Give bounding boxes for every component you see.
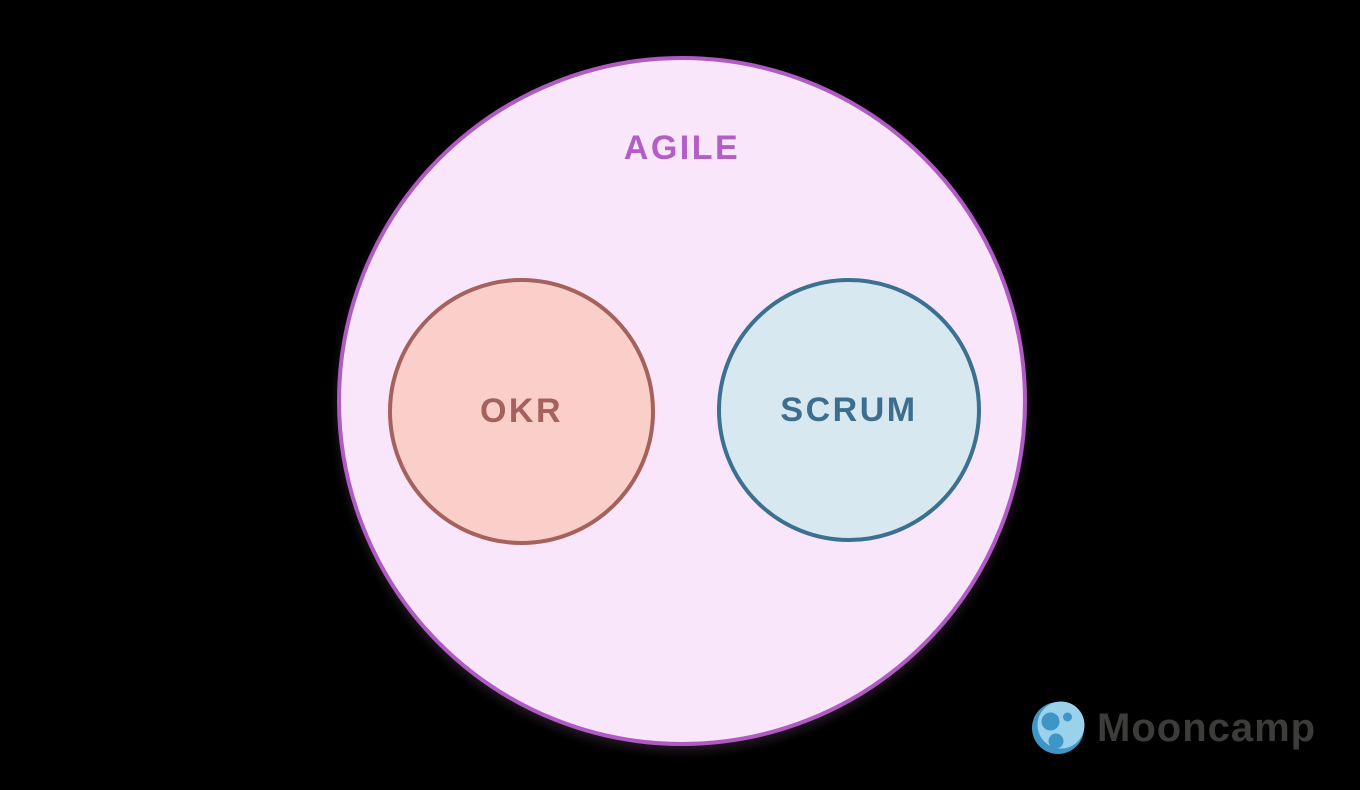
moon-icon	[1032, 701, 1085, 754]
okr-label: OKR	[479, 392, 564, 430]
agile-label: AGILE	[623, 129, 741, 167]
brand-wordmark: Mooncamp	[1097, 706, 1317, 750]
agile-circle: AGILE OKR SCRUM	[337, 56, 1027, 746]
scrum-label: SCRUM	[780, 390, 918, 429]
brand-logo: Mooncamp	[1030, 700, 1316, 756]
scrum-circle: SCRUM	[717, 278, 981, 542]
okr-circle: OKR	[388, 278, 655, 545]
